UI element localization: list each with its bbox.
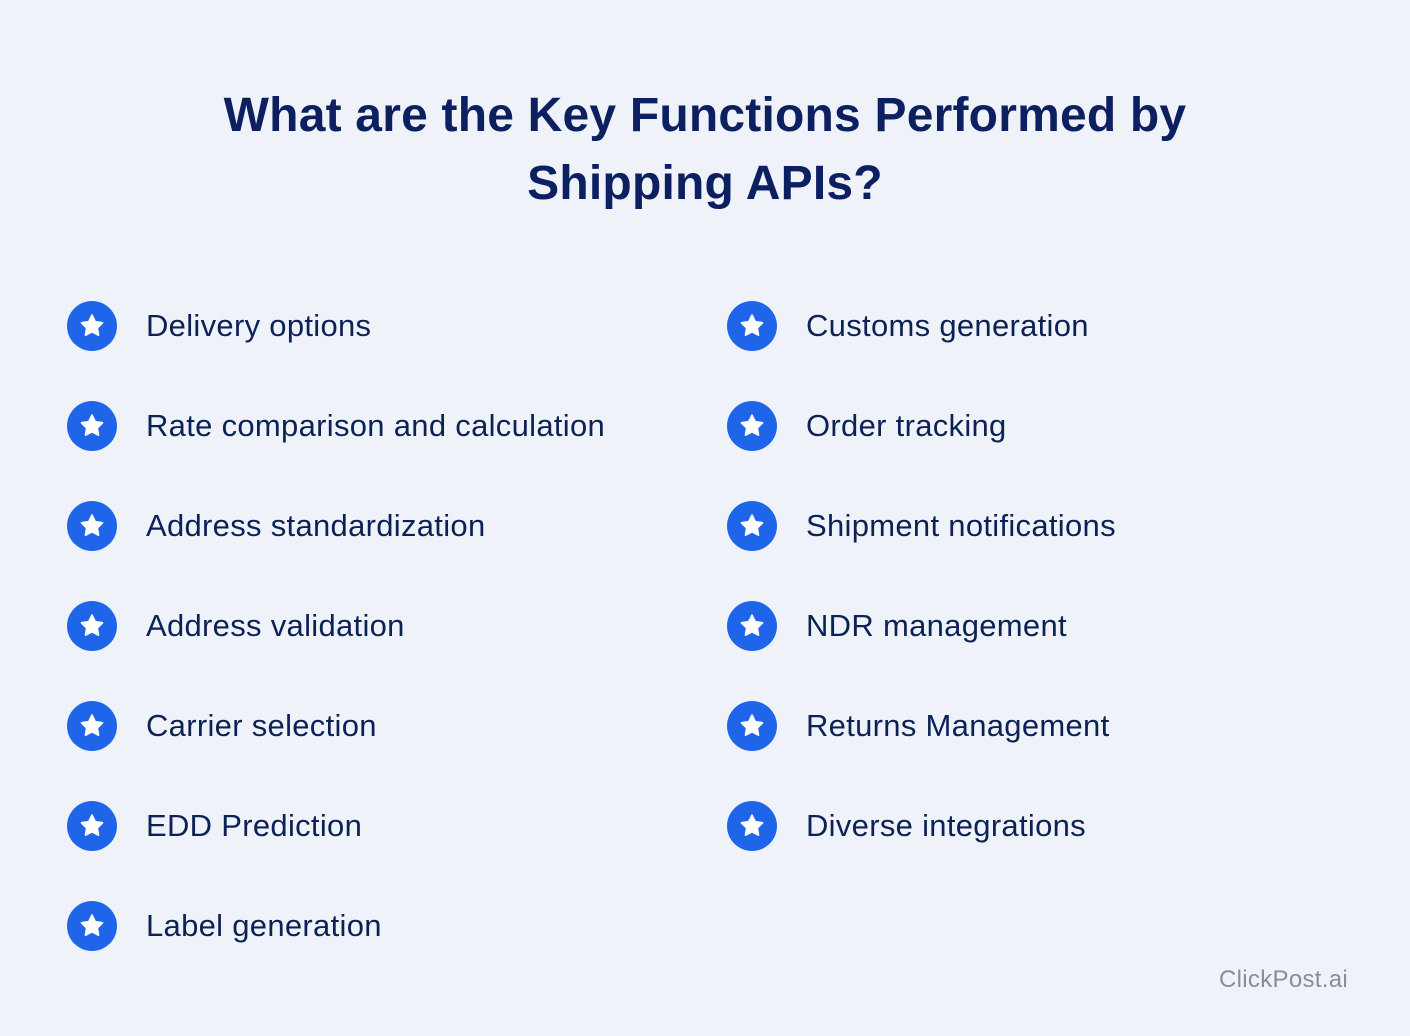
item-label: Address standardization xyxy=(146,508,486,543)
star-icon xyxy=(727,601,777,651)
star-icon xyxy=(727,501,777,551)
star-icon xyxy=(67,501,117,551)
title-line-1: What are the Key Functions Performed by xyxy=(223,89,1187,142)
list-item-rate-comparison: Rate comparison and calculation xyxy=(67,401,605,451)
item-label: Shipment notifications xyxy=(806,508,1116,543)
item-label: NDR management xyxy=(806,608,1067,643)
item-label: Customs generation xyxy=(806,308,1089,343)
star-icon xyxy=(727,401,777,451)
item-label: Label generation xyxy=(146,908,382,943)
page-title: What are the Key Functions Performed by … xyxy=(0,82,1410,218)
item-label: Rate comparison and calculation xyxy=(146,408,606,443)
star-icon xyxy=(67,801,117,851)
list-item-returns-management: Returns Management xyxy=(727,701,1110,751)
title-line-2: Shipping APIs? xyxy=(527,157,883,210)
list-item-address-standardization: Address standardization xyxy=(67,501,485,551)
list-item-label-generation: Label generation xyxy=(67,901,382,951)
item-label: Address validation xyxy=(146,608,405,643)
item-label: Order tracking xyxy=(806,408,1007,443)
star-icon xyxy=(67,301,117,351)
star-icon xyxy=(727,801,777,851)
list-item-order-tracking: Order tracking xyxy=(727,401,1007,451)
item-label: Delivery options xyxy=(146,308,372,343)
star-icon xyxy=(67,701,117,751)
list-item-edd-prediction: EDD Prediction xyxy=(67,801,362,851)
item-label: Carrier selection xyxy=(146,708,377,743)
star-icon xyxy=(727,701,777,751)
brand-watermark: ClickPost.ai xyxy=(1219,966,1348,993)
list-item-address-validation: Address validation xyxy=(67,601,405,651)
list-item-shipment-notifications: Shipment notifications xyxy=(727,501,1116,551)
list-item-delivery-options: Delivery options xyxy=(67,301,371,351)
list-item-carrier-selection: Carrier selection xyxy=(67,701,377,751)
list-item-customs-generation: Customs generation xyxy=(727,301,1089,351)
star-icon xyxy=(67,401,117,451)
star-icon xyxy=(67,601,117,651)
list-item-diverse-integrations: Diverse integrations xyxy=(727,801,1086,851)
item-label: Returns Management xyxy=(806,708,1110,743)
star-icon xyxy=(67,901,117,951)
star-icon xyxy=(727,301,777,351)
item-label: EDD Prediction xyxy=(146,808,363,843)
item-label: Diverse integrations xyxy=(806,808,1086,843)
list-item-ndr-management: NDR management xyxy=(727,601,1067,651)
